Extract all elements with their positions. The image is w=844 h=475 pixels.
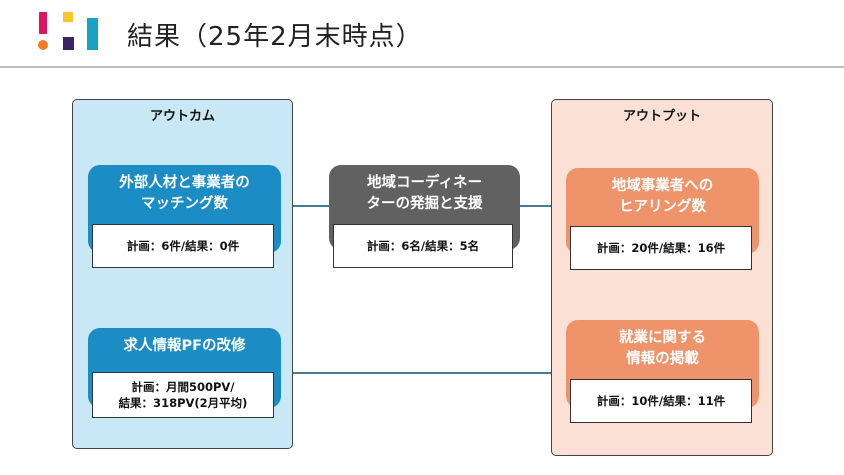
divider	[0, 66, 844, 68]
connector-line	[280, 205, 332, 207]
page-title: 結果（25年2月末時点）	[127, 22, 423, 52]
connector-line	[518, 205, 568, 207]
output-label: アウトプット	[622, 109, 701, 124]
outcome-result-pf: 計画：月間500PV/ 結果：318PV(2月平均)	[92, 372, 274, 418]
middle-result: 計画：6名/結果：5名	[333, 224, 513, 268]
logo	[38, 12, 102, 54]
outcome-result-matching: 計画：6件/結果：0件	[92, 224, 274, 268]
connector-line	[280, 372, 568, 374]
outcome-label: アウトカム	[149, 109, 215, 124]
output-result-info: 計画：10件/結果：11件	[570, 379, 752, 423]
output-result-hearing: 計画：20件/結果：16件	[570, 226, 752, 270]
